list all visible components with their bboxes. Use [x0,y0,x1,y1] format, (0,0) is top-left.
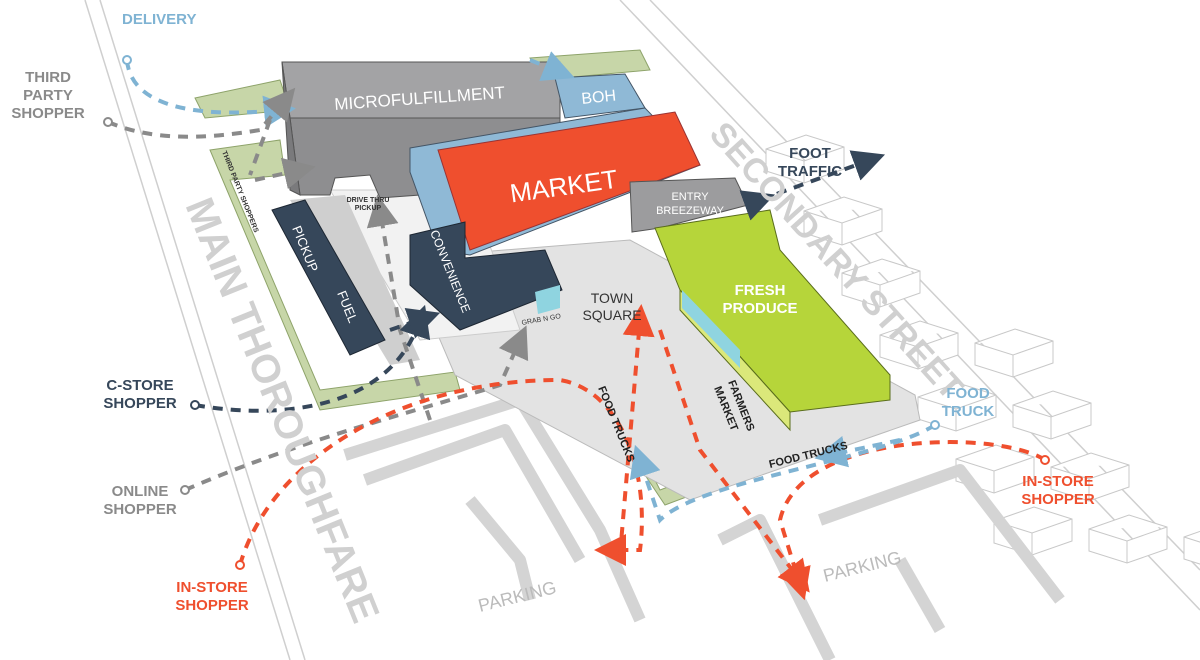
foot-traffic-label-2: TRAFFIC [778,163,842,180]
fresh-produce-building [654,209,891,432]
town-square-plaza [404,239,921,501]
c-store-flow [194,304,431,413]
town-square-label-2: SQUARE [582,307,641,323]
food-truck-label-1: FOOD [946,385,989,402]
parking-left-label: PARKING [476,577,558,616]
in-store-flow-mid [658,329,810,593]
delivery-label: DELIVERY [122,11,196,28]
house-outline [974,328,1054,378]
house-outline [1012,390,1092,440]
third-party-shopper-label: THIRD PARTY SHOPPER [11,69,85,122]
food-truck-flow [629,423,937,524]
in-store-left-label-2: SHOPPER [175,597,249,614]
online-flow [184,325,529,492]
in-store-left-label-1: IN-STORE [176,579,247,596]
in-store-flow-town [618,304,655,556]
boh-label: BOH [581,87,617,108]
market-building [409,107,701,256]
online-label-1: ONLINE [112,483,169,500]
online-label-2: SHOPPER [103,501,177,518]
drive-thru-label-2: PICKUP [355,205,382,212]
entry-breezeway-label-2: BREEZEWAY [656,205,725,217]
house-outline [917,382,997,432]
drive-thru-label-1: DRIVE THRU [347,197,390,204]
third-party-label-2: PARTY [23,87,73,104]
in-store-flow-right [777,440,1047,601]
entry-breezeway-label-1: ENTRY [671,191,709,203]
convenience-building [409,221,563,331]
foot-traffic-label-1: FOOT [789,145,831,162]
house-outline [1183,530,1200,565]
house-outline [879,320,959,370]
delivery-flow [125,59,296,128]
entry-breezeway [629,177,749,233]
town-square-label-1: TOWN [591,290,634,306]
third-party-flow [107,87,296,139]
food-truck-label-2: TRUCK [942,403,995,420]
house-outline [1088,514,1168,564]
house-outline [1050,452,1130,502]
fresh-produce-label-1: FRESH [735,282,786,299]
c-store-flow-2 [389,308,441,339]
food-truck-flow-2 [814,436,901,468]
delivery-flow-boh [529,51,575,81]
pickup-fuel-canopy [271,199,386,356]
third-party-label-3: SHOPPER [11,105,85,122]
c-store-label-1: C-STORE [106,377,173,394]
flow-arrows [107,51,1047,601]
foot-traffic-flow [739,150,886,221]
fresh-produce-label-2: PRODUCE [722,300,797,317]
parking-lots [343,394,1065,660]
parking-right-label: PARKING [821,547,903,586]
third-party-label-1: THIRD [25,69,71,86]
third-party-loop [248,119,300,180]
c-store-label-2: SHOPPER [103,395,177,412]
flow-origin-dots [103,55,1050,570]
in-store-right-label-1: IN-STORE [1022,473,1093,490]
house-outline [841,258,921,308]
in-store-right-label-2: SHOPPER [1021,491,1095,508]
